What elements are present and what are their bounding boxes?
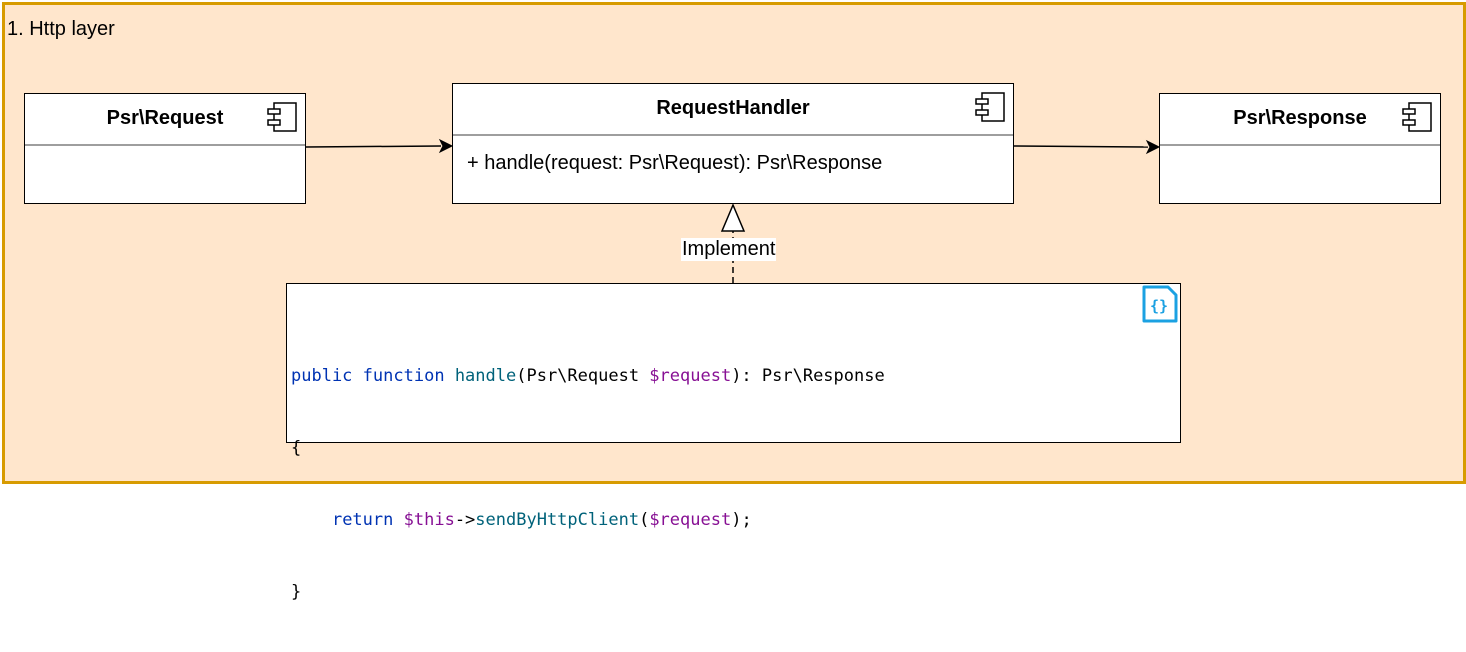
code-token: ); xyxy=(731,510,752,530)
psr-request-component[interactable]: Psr\Request xyxy=(24,93,306,204)
implement-arrowhead xyxy=(720,203,746,232)
component-icon xyxy=(1402,102,1432,132)
code-indent xyxy=(291,510,332,530)
code-line-1: public function handle(Psr\Request $requ… xyxy=(291,364,885,388)
request-handler-component[interactable]: RequestHandler + handle(request: Psr\Req… xyxy=(452,83,1014,204)
component-name: RequestHandler xyxy=(656,97,810,119)
code-token: (Psr\Request xyxy=(516,366,650,386)
request-to-handler-arrowhead xyxy=(438,138,454,154)
component-divider xyxy=(25,144,305,146)
implement-label: Implement xyxy=(681,238,777,261)
code-line-2: { xyxy=(291,438,302,458)
variable-token: $request xyxy=(649,366,732,386)
request-to-handler-edge xyxy=(305,145,442,148)
code-token: -> xyxy=(454,510,476,530)
function-token: handle xyxy=(454,366,517,386)
component-icon xyxy=(975,92,1005,122)
component-divider xyxy=(1160,144,1440,146)
code-line-3: return $this->sendByHttpClient($request)… xyxy=(291,508,885,532)
code-block: public function handle(Psr\Request $requ… xyxy=(291,316,885,652)
keyword-token: public xyxy=(291,366,353,386)
function-token: sendByHttpClient xyxy=(475,510,640,530)
handler-to-response-edge xyxy=(1013,145,1149,148)
code-token: ): Psr\Response xyxy=(731,366,885,386)
json-file-glyph: {} xyxy=(1150,297,1168,315)
layer-title: 1. Http layer xyxy=(7,18,115,40)
code-snippet-box[interactable]: public function handle(Psr\Request $requ… xyxy=(286,283,1181,602)
handler-to-response-arrowhead xyxy=(1145,139,1161,155)
component-icon xyxy=(267,102,297,132)
variable-token: $request xyxy=(649,510,732,530)
variable-token: $this xyxy=(403,510,455,530)
handle-method: + handle(request: Psr\Request): Psr\Resp… xyxy=(467,152,883,174)
psr-response-component[interactable]: Psr\Response xyxy=(1159,93,1441,204)
keyword-token: function xyxy=(362,366,445,386)
json-file-icon: {} xyxy=(1142,285,1178,323)
component-name: Psr\Request xyxy=(106,107,224,129)
keyword-token: return xyxy=(331,510,394,530)
code-line-4: } xyxy=(291,582,302,602)
component-divider xyxy=(453,134,1013,136)
component-name: Psr\Response xyxy=(1233,107,1367,129)
code-token: ( xyxy=(639,510,650,530)
